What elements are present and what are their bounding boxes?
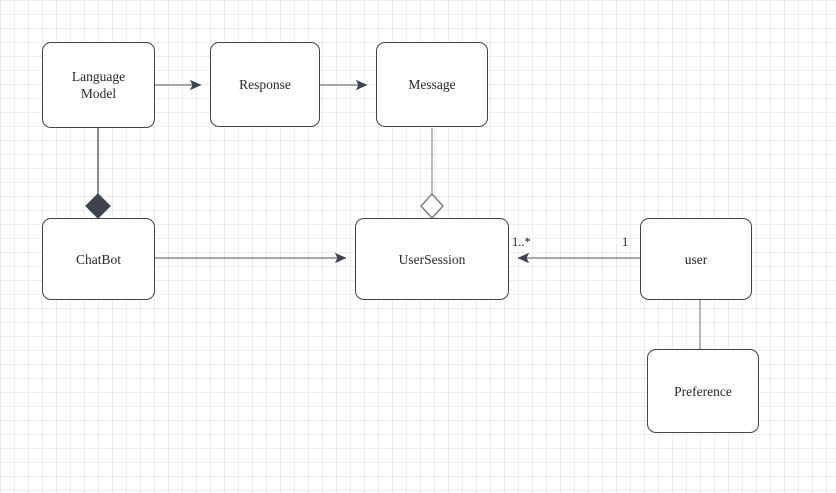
edge-message-usersession[interactable] <box>420 128 444 219</box>
node-label-response: Response <box>239 77 291 92</box>
multiplicity-label-usersession: 1..* <box>512 235 531 249</box>
node-preference[interactable]: Preference <box>647 349 759 433</box>
node-label-language-model: Language Model <box>71 69 126 101</box>
node-label-user: user <box>684 251 708 267</box>
node-label-message: Message <box>408 77 456 92</box>
node-usersession[interactable]: UserSession <box>355 218 509 300</box>
node-message[interactable]: Message <box>376 42 488 127</box>
node-response[interactable]: Response <box>210 42 320 127</box>
node-chatbot[interactable]: ChatBot <box>42 218 155 300</box>
node-label-usersession: UserSession <box>398 251 466 267</box>
hollow-diamond-marker <box>420 193 444 219</box>
node-user[interactable]: user <box>640 218 752 300</box>
multiplicity-label-user: 1 <box>622 235 629 249</box>
filled-diamond-marker <box>85 193 111 219</box>
node-label-chatbot: ChatBot <box>75 251 121 267</box>
node-label-preference: Preference <box>674 383 732 399</box>
edge-language-model-chatbot[interactable] <box>85 128 111 219</box>
node-language-model[interactable]: Language Model <box>42 42 155 128</box>
